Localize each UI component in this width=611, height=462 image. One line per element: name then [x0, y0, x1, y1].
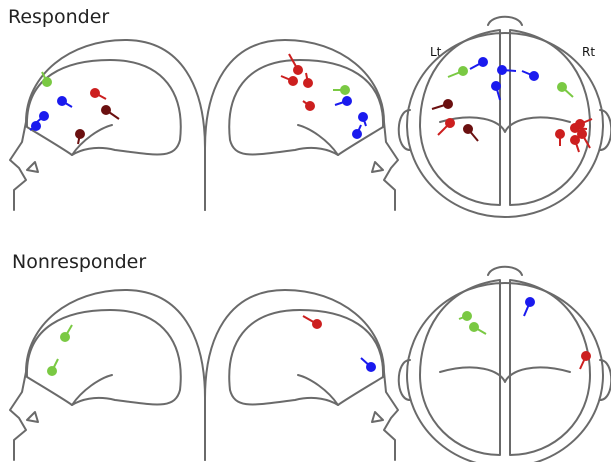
dipole-head [293, 65, 303, 75]
dipole-marker [333, 85, 350, 95]
dipole-marker [30, 121, 41, 131]
responder-top-view-head [399, 17, 611, 217]
dipole-head [443, 99, 453, 109]
dipole-head [575, 119, 585, 129]
dipole-marker [281, 76, 298, 86]
dipole-head [312, 319, 322, 329]
dipole-head [288, 76, 298, 86]
dipole-marker [101, 105, 119, 119]
dipole-head [305, 101, 315, 111]
dipole-markers [30, 54, 592, 376]
dipole-head [101, 105, 111, 115]
dipole-marker [463, 124, 478, 141]
dipole-head [491, 81, 501, 91]
dipole-head [529, 71, 539, 81]
dipole-head [445, 118, 455, 128]
dipole-head [47, 366, 57, 376]
dipole-marker [438, 118, 455, 135]
dipole-head [352, 129, 362, 139]
dipole-marker [352, 125, 362, 139]
dipole-marker [90, 88, 106, 99]
dipole-head [42, 77, 52, 87]
dipole-head [340, 85, 350, 95]
dipole-head [60, 332, 70, 342]
dipole-marker [469, 322, 486, 334]
dipole-head [581, 351, 591, 361]
dipole-head [463, 124, 473, 134]
dipole-marker [57, 96, 72, 107]
dipole-head [469, 322, 479, 332]
dipole-head [31, 121, 41, 131]
dipole-marker [358, 112, 368, 126]
dipole-head [458, 66, 468, 76]
dipole-marker [432, 99, 453, 109]
dipole-head [39, 111, 49, 121]
nonresponder-top-view-head [399, 267, 611, 462]
dipole-head [462, 311, 472, 321]
dipole-marker [524, 297, 535, 316]
dipole-marker [289, 54, 303, 75]
dipole-marker [555, 129, 565, 146]
dipole-marker [303, 101, 315, 111]
dipole-head [303, 78, 313, 88]
dipole-marker [448, 66, 468, 77]
dipole-head [555, 129, 565, 139]
dipole-head [90, 88, 100, 98]
dipole-marker [459, 311, 472, 321]
dipole-head [497, 65, 507, 75]
nonresponder-right-lateral-head [205, 290, 398, 460]
dipole-marker [497, 65, 516, 75]
dipole-marker [60, 325, 72, 342]
dipole-head [358, 112, 368, 122]
dipole-head [478, 57, 488, 67]
dipole-marker [470, 57, 488, 69]
dipole-marker [303, 73, 313, 88]
dipole-marker [361, 358, 376, 372]
responder-right-lateral-head [205, 40, 398, 210]
dipole-marker [335, 96, 352, 106]
nonresponder-left-lateral-head [10, 290, 205, 460]
dipole-marker [47, 359, 58, 376]
dipole-head [557, 82, 567, 92]
dipole-marker [522, 71, 539, 81]
dipole-head [525, 297, 535, 307]
dipole-marker [570, 135, 580, 152]
dipole-marker [303, 316, 322, 329]
dipole-head [366, 362, 376, 372]
dipole-marker [37, 111, 49, 122]
dipole-head [342, 96, 352, 106]
dipole-marker [557, 82, 573, 97]
dipole-head [570, 135, 580, 145]
dipole-head [75, 129, 85, 139]
dipole-head [57, 96, 67, 106]
